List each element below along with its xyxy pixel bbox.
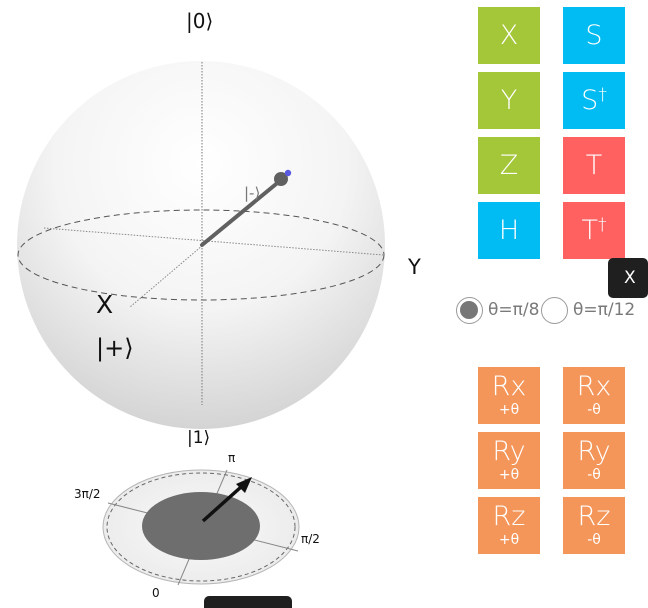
state-vector-tip[interactable] [274, 172, 288, 186]
gate-label: S [585, 19, 603, 51]
rotation-label: Ry [492, 436, 526, 467]
theta-pi8-option[interactable]: θ=π/8 [456, 295, 539, 325]
side-tab-label: X [624, 268, 636, 288]
label-y-axis: Y [407, 255, 421, 279]
ry-minus-button[interactable]: Ry -θ [563, 432, 625, 489]
phase-arrow [201, 485, 243, 523]
phase-disc-ring [106, 472, 296, 582]
theta-pi12-option[interactable]: θ=π/12 [541, 295, 635, 325]
s-gate-button[interactable]: S [563, 7, 625, 64]
rotation-sublabel: -θ [587, 532, 601, 548]
t-dagger-gate-button[interactable]: T† [563, 202, 625, 259]
phase-label-3pi2: 3π/2 [74, 487, 101, 501]
theta-pi8-radio[interactable] [456, 296, 483, 324]
gate-label: Z [499, 149, 519, 181]
rotation-sublabel: +θ [498, 402, 520, 418]
phase-amplitude-disc [142, 492, 260, 560]
ry-plus-button[interactable]: Ry +θ [478, 432, 540, 489]
phase-label-pi2: π/2 [301, 532, 320, 546]
label-ket1: |1⟩ [187, 428, 210, 448]
y-gate-button[interactable]: Y [478, 72, 540, 129]
rotation-label: Ry [577, 436, 611, 467]
label-state: |-⟩ [244, 184, 260, 202]
label-ket-plus: |+⟩ [96, 334, 134, 362]
rz-minus-button[interactable]: Rz -θ [563, 497, 625, 554]
rotation-sublabel: -θ [587, 402, 601, 418]
gate-label: T [585, 149, 603, 181]
bottom-panel-tab[interactable] [204, 596, 292, 608]
label-ket0: |0⟩ [186, 9, 213, 33]
phase-label-pi: π [228, 451, 235, 465]
rotation-sublabel: +θ [498, 532, 520, 548]
gate-label: X [499, 19, 519, 51]
z-gate-button[interactable]: Z [478, 137, 540, 194]
rx-minus-button[interactable]: Rx -θ [563, 367, 625, 424]
theta-pi12-radio[interactable] [541, 296, 568, 324]
gate-label: H [498, 214, 520, 246]
y-axis [43, 227, 384, 256]
rotation-sublabel: -θ [587, 467, 601, 483]
t-gate-button[interactable]: T [563, 137, 625, 194]
rotation-label: Rx [491, 371, 527, 402]
state-vector-marker [284, 169, 292, 177]
x-axis [129, 194, 263, 308]
gate-label: T† [581, 214, 607, 246]
rotation-label: Rz [577, 501, 611, 532]
theta-pi12-label: θ=π/12 [573, 300, 636, 320]
equator-ring [17, 209, 385, 301]
gate-label: S† [581, 84, 607, 116]
bloch-sphere-view[interactable]: |-⟩ |0⟩ |1⟩ Y X |+⟩ π 3π/2 π/2 0 [0, 0, 631, 601]
phase-label-zero: 0 [152, 586, 160, 600]
h-gate-button[interactable]: H [478, 202, 540, 259]
s-dagger-gate-button[interactable]: S† [563, 72, 625, 129]
rotation-sublabel: +θ [498, 467, 520, 483]
theta-pi8-label: θ=π/8 [488, 300, 540, 320]
rx-plus-button[interactable]: Rx +θ [478, 367, 540, 424]
phase-arrow-head [236, 477, 252, 493]
x-gate-button[interactable]: X [478, 7, 540, 64]
gate-label: Y [500, 84, 518, 116]
side-panel-tab[interactable]: X [608, 258, 648, 298]
rz-plus-button[interactable]: Rz +θ [478, 497, 540, 554]
rotation-label: Rz [492, 501, 526, 532]
label-x-axis: X [96, 290, 113, 319]
state-vector [200, 178, 283, 247]
rotation-label: Rx [576, 371, 612, 402]
